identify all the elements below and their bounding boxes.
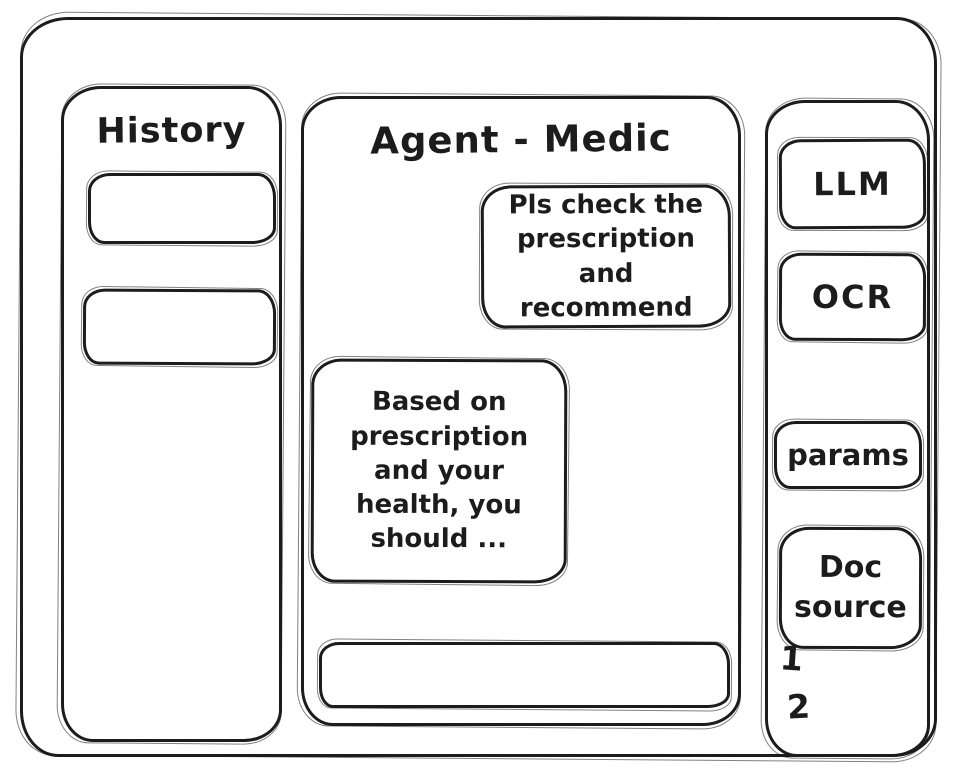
app-frame: History Agent - Medic Pls check the pres… xyxy=(20,17,937,757)
chat-title: Agent - Medic xyxy=(370,116,672,163)
history-title: History xyxy=(96,110,247,152)
ocr-button[interactable]: OCR xyxy=(778,252,927,342)
history-panel: History xyxy=(61,86,282,742)
message-input[interactable] xyxy=(336,649,713,701)
user-message-bubble: Pls check the prescription and recommend xyxy=(480,184,732,329)
history-item-1[interactable] xyxy=(88,173,276,244)
doc-source-item-1[interactable]: 1 xyxy=(778,638,805,679)
chat-panel: Agent - Medic Pls check the prescription… xyxy=(301,96,741,726)
llm-button[interactable]: LLM xyxy=(778,138,927,230)
assistant-message-bubble: Based on prescription and your health, y… xyxy=(310,358,568,584)
params-button[interactable]: params xyxy=(774,421,922,489)
message-input-bar[interactable] xyxy=(319,642,730,708)
tools-panel: LLM OCR params Doc source 1 2 xyxy=(765,100,930,757)
doc-source-item-2[interactable]: 2 xyxy=(785,686,811,727)
doc-source-button[interactable]: Doc source xyxy=(778,526,923,650)
history-item-2[interactable] xyxy=(82,288,277,366)
